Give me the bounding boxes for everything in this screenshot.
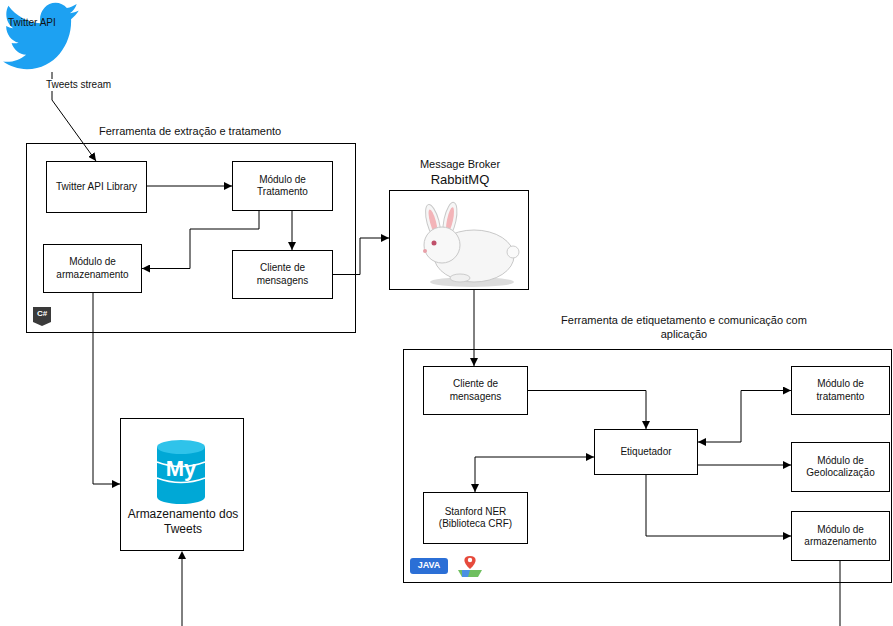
process-box: Módulo de armazenamento [791, 511, 890, 561]
database-box: Armazenamento dos Tweets [120, 418, 244, 551]
box-label: Módulo de Tratamento [237, 174, 328, 199]
wire-stub [840, 560, 841, 626]
heading-label: Ferramenta de extração e tratamento [99, 125, 349, 139]
connector [333, 238, 389, 275]
connector [93, 293, 120, 484]
box-label: Stanford NER (Biblioteca CRF) [428, 506, 523, 531]
java-badge [410, 558, 448, 574]
connector [474, 290, 475, 366]
process-box: Módulo de Geolocalização [791, 442, 890, 492]
connector [698, 465, 791, 466]
heading-label: Armazenamento dos Tweets [125, 507, 241, 537]
connector [646, 475, 791, 536]
csharp-badge [33, 307, 51, 326]
box-label: Módulo de armazenamento [48, 256, 137, 281]
process-box: Cliente de mensagens [423, 366, 528, 415]
connector [147, 186, 232, 187]
broker-box: Message BrokerRabbitMQ [389, 190, 529, 290]
heading-label: Twitter API [8, 17, 74, 30]
box-label: Módulo de tratamento [796, 378, 885, 403]
logo-text: My [154, 456, 208, 482]
box-label: Cliente de mensagens [237, 262, 328, 287]
language-badge-text: JAVA [410, 560, 448, 571]
box-label: Cliente de mensagens [428, 378, 523, 403]
arrow-head [178, 551, 186, 559]
twitter-bird: Twitter API [0, 0, 80, 72]
connector [292, 211, 293, 250]
process-box: Stanford NER (Biblioteca CRF) [423, 492, 528, 544]
wire-stub [182, 558, 183, 626]
process-box: Cliente de mensagens [232, 250, 333, 299]
language-badge-text: C# [33, 309, 51, 319]
process-box: Módulo de Tratamento [232, 161, 333, 211]
process-box: Etiquetador [594, 429, 698, 475]
connector [528, 391, 646, 430]
box-label: Módulo de Geolocalização [796, 455, 885, 480]
edge-label: Tweets stream [44, 79, 113, 91]
heading-label: Message Broker [390, 158, 530, 172]
tool-frame: Ferramenta de extração e tratamentoTwitt… [26, 143, 356, 333]
connector [475, 457, 594, 492]
process-box: Módulo de tratamento [791, 366, 890, 415]
box-label: Etiquetador [620, 446, 671, 459]
connector [698, 391, 791, 443]
heading-label: RabbitMQ [390, 172, 530, 188]
process-box: Twitter API Library [46, 161, 147, 213]
twitter-bird-shape [0, 0, 80, 72]
heading-label: Ferramenta de etiquetamento e comunicaçã… [554, 314, 814, 342]
tool-frame: Ferramenta de etiquetamento e comunicaçã… [403, 349, 892, 583]
rabbit-illustration [423, 201, 519, 287]
box-label: Módulo de armazenamento [796, 524, 885, 549]
process-box: Módulo de armazenamento [43, 244, 142, 293]
box-label: Twitter API Library [56, 181, 137, 194]
map-pin-icon [458, 556, 482, 577]
